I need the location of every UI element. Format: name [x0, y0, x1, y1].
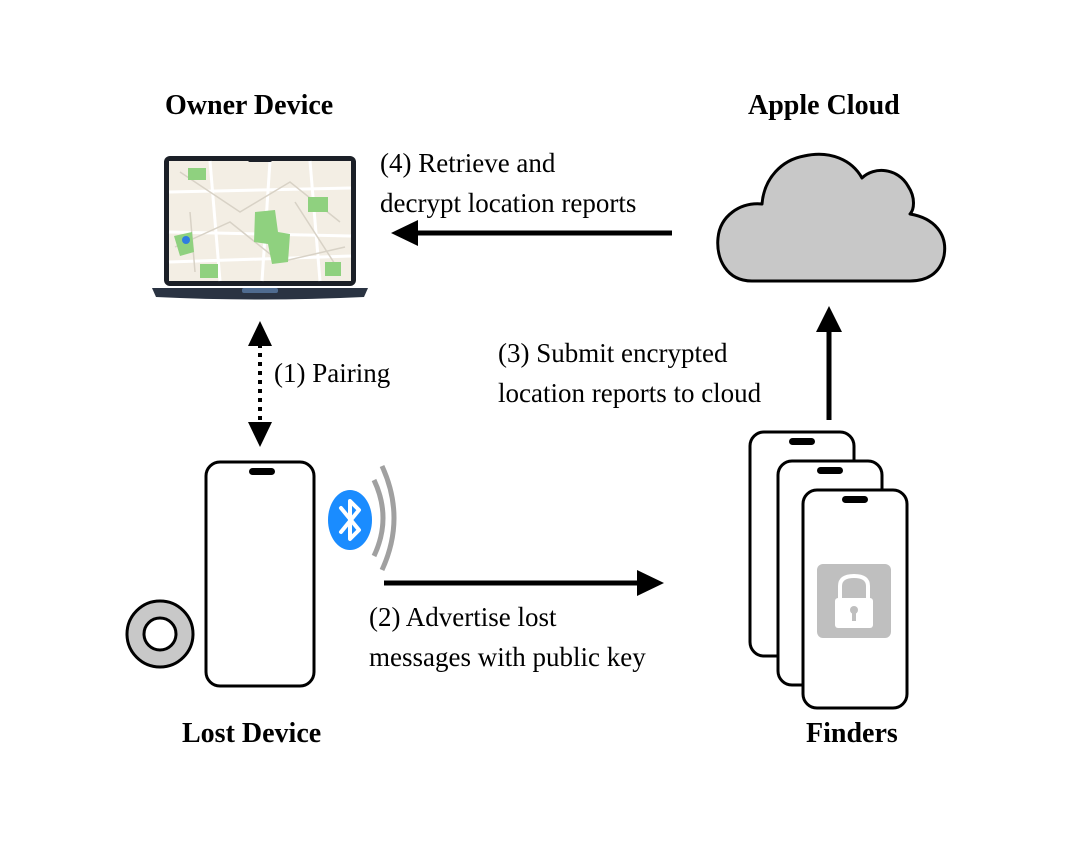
lock-icon: [817, 564, 891, 638]
finders-phones: [748, 430, 909, 710]
submit-arrow: [816, 306, 842, 420]
lost-device-label: Lost Device: [182, 718, 322, 749]
bluetooth-icon: [328, 464, 397, 572]
step-retrieve-label: (4) Retrieve and decrypt location report…: [380, 148, 637, 218]
owner-device-label: Owner Device: [165, 90, 334, 121]
cloud-icon: [716, 152, 947, 283]
step-submit-label: (3) Submit encrypted location reports to…: [498, 338, 762, 408]
finders-label: Finders: [806, 718, 898, 749]
step-advertise-label: (2) Advertise lost messages with public …: [369, 602, 646, 672]
airtag-icon: [125, 599, 195, 669]
laptop-with-map-icon: [152, 156, 368, 300]
smartphone-icon: [204, 460, 316, 688]
step-pairing-label: (1) Pairing: [274, 358, 391, 388]
apple-cloud-label: Apple Cloud: [748, 90, 900, 121]
pairing-arrow: [248, 321, 272, 447]
retrieve-arrow: [391, 220, 672, 246]
advertise-arrow: [384, 570, 664, 596]
